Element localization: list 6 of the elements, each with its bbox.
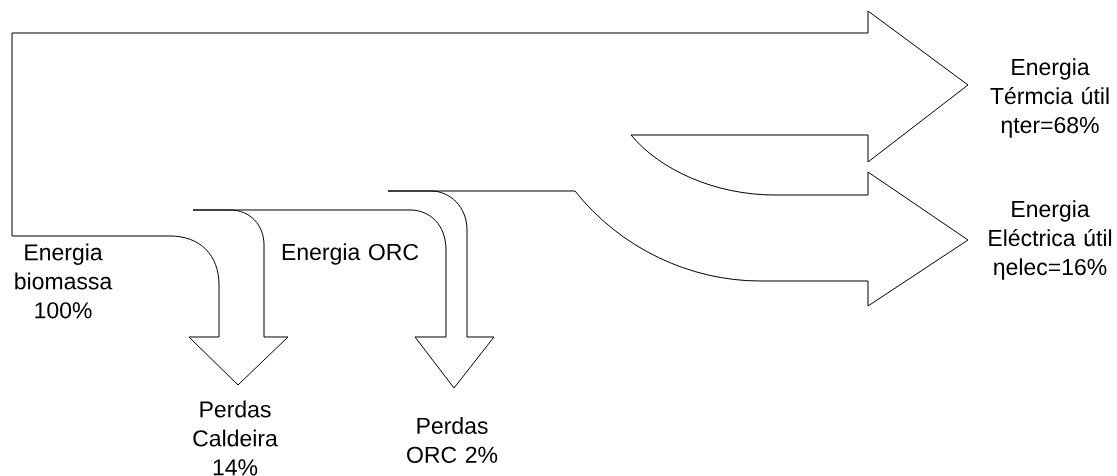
flow-label: Energia biomassa 100% (15, 243, 113, 319)
flow-label: Energia ORC (282, 243, 419, 265)
flow-label: Energia Eléctrica útil ηelec=16% (989, 200, 1112, 280)
flow-label: Energia Térmcia útil ηter=68% (990, 58, 1109, 138)
flow-label: Perdas Caldeira 14% (193, 400, 278, 476)
flow-label: Perdas ORC 2% (407, 417, 498, 463)
